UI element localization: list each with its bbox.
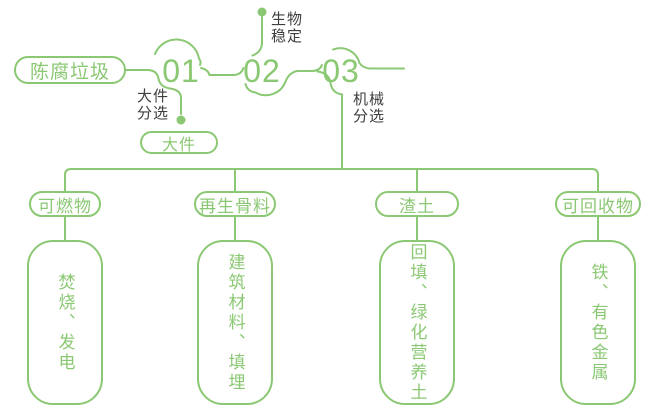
branch-result-box: 建筑材料、填埋 (197, 240, 273, 405)
source-label: 陈腐垃圾 (29, 61, 110, 83)
branch-result-box: 铁、有色金属 (560, 240, 636, 405)
step-number-1: 01 (162, 52, 200, 89)
arc-over-step3-and-tail (332, 47, 405, 70)
step3-process-label: 机械分选 (353, 91, 386, 125)
branch4-result-text: 铁、有色金属 (588, 262, 608, 383)
branch-category-pill: 可燃物 (29, 191, 101, 217)
step2-process-label: 生物稳定 (271, 11, 304, 45)
connector-bio-to-step2 (251, 16, 263, 57)
branch-category-pill: 渣土 (375, 191, 459, 217)
branch-result-box: 回填、绿化营养土 (379, 240, 455, 405)
step1-process-label: 大件分选 (137, 88, 170, 122)
branch3-result-text: 回填、绿化营养土 (407, 242, 427, 403)
branch2-result-text: 建筑材料、填埋 (225, 252, 245, 393)
step-number-2: 02 (243, 52, 281, 89)
step1-output-pill: 大件 (140, 131, 218, 154)
connector-step1-to-step2 (200, 67, 245, 76)
connector-source-to-step1 (125, 69, 182, 115)
connector-step3-drop (316, 70, 343, 170)
distribution-line (64, 168, 599, 192)
step1-output-label: 大件 (161, 136, 196, 154)
branch-category-pill: 再生骨料 (194, 191, 276, 217)
branch3-category-label: 渣土 (399, 196, 435, 216)
source-pill: 陈腐垃圾 (14, 56, 126, 84)
branch2-category-label: 再生骨料 (199, 196, 271, 216)
branch1-result-text: 焚烧、发电 (55, 272, 75, 373)
arc-over-step1 (154, 38, 202, 66)
branch4-category-label: 可回收物 (562, 196, 634, 216)
connector-dot-bulky (176, 115, 186, 125)
connector-dot-bio (257, 7, 267, 17)
branch1-category-label: 可燃物 (38, 196, 92, 216)
branch-category-pill: 可回收物 (555, 191, 641, 217)
branch-result-box: 焚烧、发电 (27, 240, 103, 405)
step-number-3: 03 (322, 52, 360, 89)
connector-step2-to-step3 (244, 64, 323, 97)
